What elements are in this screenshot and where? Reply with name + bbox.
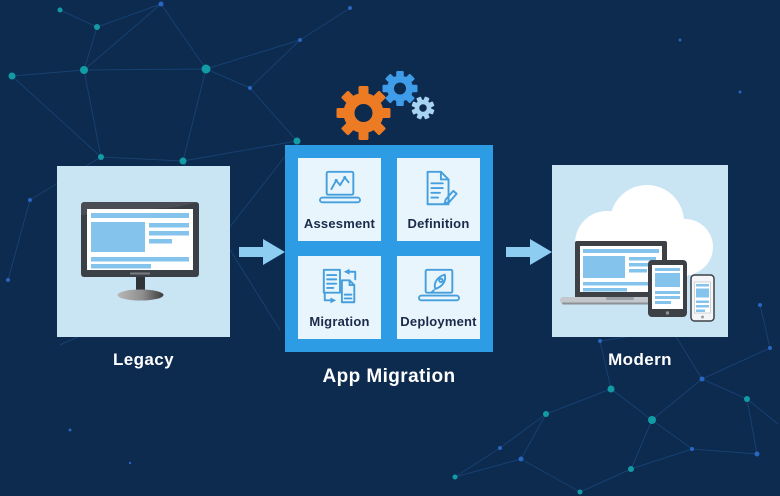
tablet-icon — [648, 260, 687, 317]
gear-blue — [382, 71, 418, 106]
desktop-monitor-icon — [81, 202, 199, 301]
smartphone-icon — [690, 274, 715, 322]
legacy-label: Legacy — [113, 350, 174, 369]
app-migration-panel: Assesment Definition — [285, 145, 493, 352]
step-label-definition: Definition — [407, 215, 470, 231]
step-tile-definition: Definition — [397, 158, 480, 241]
analytics-laptop-icon — [318, 170, 361, 203]
step-label-deployment: Deployment — [400, 313, 477, 329]
document-edit-icon — [426, 170, 458, 205]
rocket-laptop-icon — [417, 268, 460, 301]
gear-orange — [336, 86, 391, 140]
step-tile-migration: Migration — [298, 256, 381, 339]
gears-icon — [336, 71, 435, 140]
documents-transfer-icon — [322, 268, 356, 303]
step-label-assessment: Assesment — [303, 215, 376, 231]
step-tile-assessment: Assesment — [298, 158, 381, 241]
modern-panel — [552, 165, 728, 337]
modern-label: Modern — [608, 350, 672, 369]
arrow-right-icon — [506, 239, 552, 265]
cloud-devices-icon — [560, 185, 715, 322]
app-migration-label: App Migration — [322, 366, 456, 387]
legacy-panel — [57, 166, 230, 337]
step-tile-deployment: Deployment — [397, 256, 480, 339]
gear-light — [411, 96, 435, 120]
arrow-right-icon — [239, 239, 285, 265]
step-label-migration: Migration — [309, 313, 370, 329]
